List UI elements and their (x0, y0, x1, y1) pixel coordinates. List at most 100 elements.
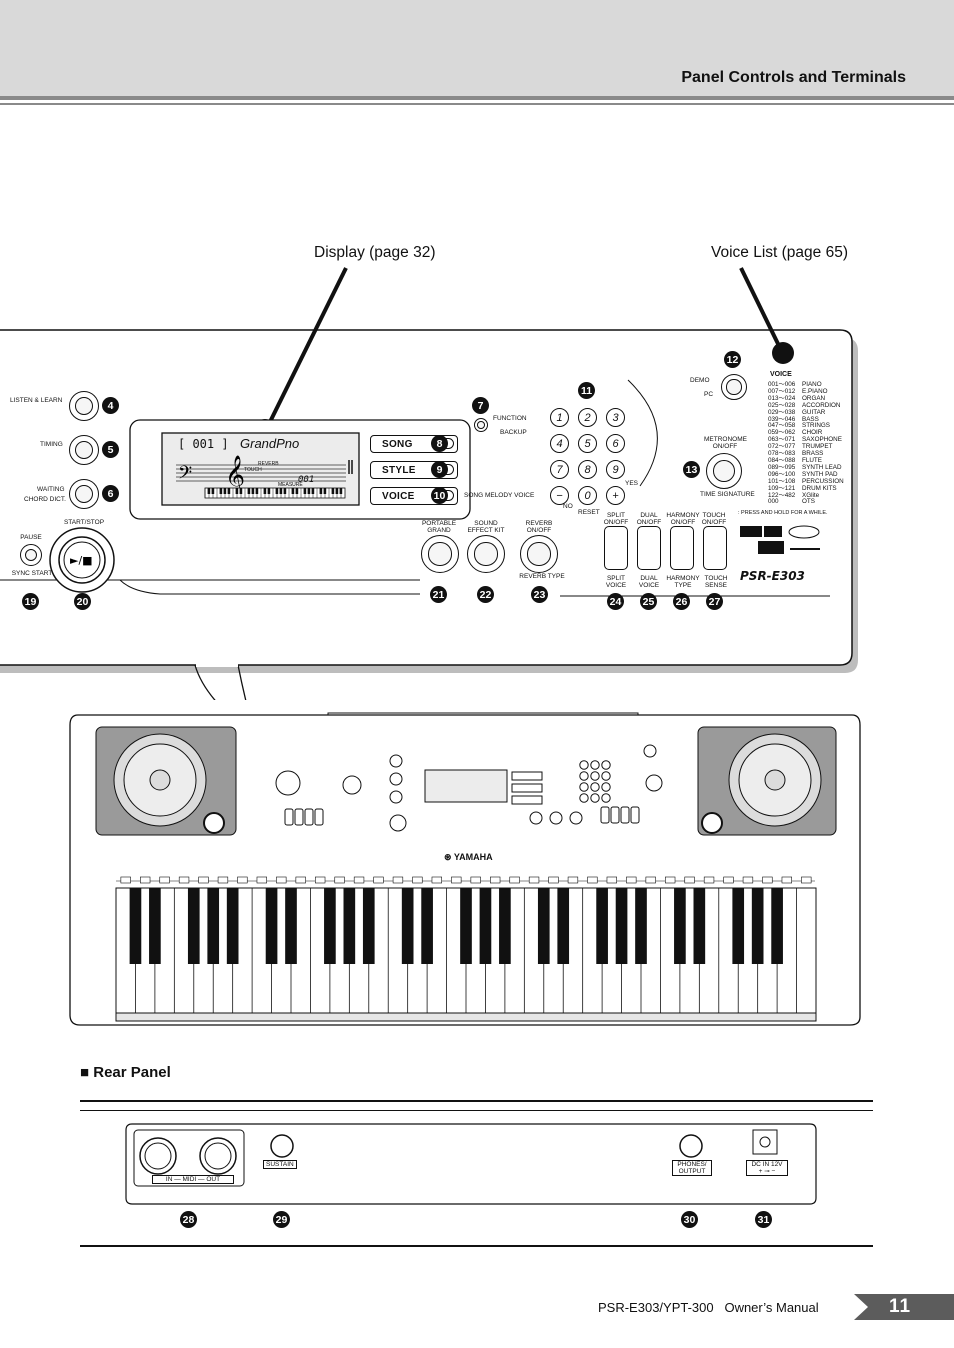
label-time-signature: TIME SIGNATURE (700, 491, 755, 498)
badge-30: 30 (681, 1211, 698, 1228)
rear-rule-top (80, 1100, 873, 1102)
label-reverb-onoff: REVERB ON/OFF (525, 520, 553, 534)
label-song-melody-voice: SONG MELODY VOICE (464, 492, 535, 499)
label-reverb-type: REVERB TYPE (519, 573, 565, 580)
badge-10: 10 (431, 487, 448, 504)
midi-out-jack[interactable] (200, 1138, 236, 1174)
sound-effect-kit-button[interactable] (467, 535, 505, 573)
midi-label: IN — MIDI — OUT (152, 1175, 234, 1184)
brand-logo: ⊛ YAMAHA (444, 852, 493, 862)
label-touch-sense: TOUCH SENSE (704, 575, 728, 589)
label-sync-start: SYNC START (11, 570, 53, 577)
section-title: Panel Controls and Terminals (681, 69, 906, 86)
keypad-key-0[interactable]: 0 (578, 486, 597, 505)
badge-19: 19 (22, 593, 39, 610)
badge-28: 28 (180, 1211, 197, 1228)
label-split-voice: SPLIT VOICE (605, 575, 627, 589)
timing-button[interactable] (69, 435, 99, 465)
sustain-label: SUSTAIN (263, 1160, 297, 1169)
rear-panel-title: ■ Rear Panel (80, 1064, 171, 1081)
label-dual-voice: DUAL VOICE (638, 575, 660, 589)
leader-line-display (264, 267, 348, 431)
keypad-key-1[interactable]: 1 (550, 408, 569, 427)
rear-rule-bottom (80, 1245, 873, 1247)
badge-9: 9 (431, 461, 448, 478)
badge-26: 26 (673, 593, 690, 610)
label-split: SPLIT ON/OFF (603, 512, 629, 526)
keypad-key-minus[interactable]: − (550, 486, 569, 505)
label-pc: PC (704, 391, 714, 398)
footer-tab-notch (854, 1294, 868, 1320)
keypad-key-3[interactable]: 3 (606, 408, 625, 427)
label-backup: BACKUP (500, 429, 527, 436)
label-waiting: WAITING (37, 486, 65, 493)
listen-learn-button[interactable] (69, 391, 99, 421)
badge-12: 12 (724, 351, 741, 368)
keypad-key-4[interactable]: 4 (550, 434, 569, 453)
keypad-key-7[interactable]: 7 (550, 460, 569, 479)
rear-panel-illustration (125, 1123, 817, 1205)
waiting-button[interactable] (69, 479, 99, 509)
callout-voice-list: Voice List (page 65) (711, 244, 849, 261)
svg-text:►/■: ►/■ (70, 554, 93, 567)
badge-23: 23 (531, 586, 548, 603)
lcd-number: [ 001 ] (178, 437, 229, 451)
phones-output-label: PHONES/ OUTPUT (672, 1160, 712, 1176)
keypad-key-2[interactable]: 2 (578, 408, 597, 427)
badge-24: 24 (607, 593, 624, 610)
header-band (0, 0, 954, 96)
pause-button[interactable] (20, 544, 42, 566)
dual-button[interactable] (637, 526, 661, 570)
footer-manual-title: PSR-E303/YPT-300 Owner’s Manual (598, 1300, 819, 1315)
header-rule (0, 96, 954, 100)
badge-25: 25 (640, 593, 657, 610)
midi-in-jack[interactable] (140, 1138, 176, 1174)
lcd-touch: TOUCH (244, 467, 262, 473)
voice-heading: VOICE (770, 371, 792, 378)
metronome-button[interactable] (706, 453, 742, 489)
sustain-jack[interactable] (271, 1135, 293, 1157)
leader-line-voice (739, 267, 784, 353)
badge-4: 4 (102, 397, 119, 414)
function-button[interactable] (474, 418, 488, 432)
label-press-hold: : PRESS AND HOLD FOR A WHILE. (738, 510, 828, 516)
label-timing: TIMING (40, 441, 63, 448)
keypad-key-5[interactable]: 5 (578, 434, 597, 453)
reverb-button[interactable] (520, 535, 558, 573)
label-yes: YES (625, 480, 639, 487)
split-button[interactable] (604, 526, 628, 570)
dc-in-jack[interactable] (753, 1130, 777, 1154)
portable-grand-button[interactable] (421, 535, 459, 573)
harmony-button[interactable] (670, 526, 694, 570)
svg-text:𝄢: 𝄢 (178, 463, 192, 488)
phones-output-jack[interactable] (680, 1135, 702, 1157)
badge-31: 31 (755, 1211, 772, 1228)
label-sound-effect-kit: SOUND EFFECT KIT (467, 520, 505, 534)
keypad-key-9[interactable]: 9 (606, 460, 625, 479)
label-start-stop: START/STOP (63, 519, 105, 526)
keypad-key-plus[interactable]: + (606, 486, 625, 505)
lcd-measure-value: 001 (298, 475, 315, 485)
keypad-key-8[interactable]: 8 (578, 460, 597, 479)
demo-button[interactable] (721, 374, 747, 400)
badge-20: 20 (74, 593, 91, 610)
label-no: NO (563, 503, 573, 510)
svg-text:𝄞: 𝄞 (225, 455, 245, 496)
start-stop-button[interactable] (50, 528, 114, 592)
touch-button[interactable] (703, 526, 727, 570)
label-pause: PAUSE (20, 534, 42, 541)
keypad-key-6[interactable]: 6 (606, 434, 625, 453)
label-portable-grand: PORTABLE GRAND (421, 520, 457, 534)
lcd-measure: MEASURE (278, 482, 303, 488)
